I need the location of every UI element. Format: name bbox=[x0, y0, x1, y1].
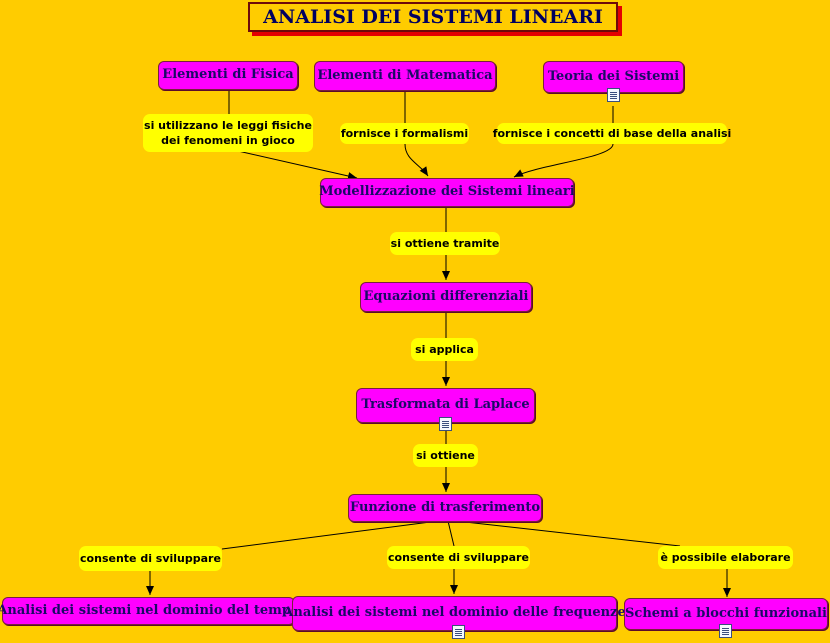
concept-dominio-frequenze[interactable]: Analisi dei sistemi nel dominio delle fr… bbox=[283, 596, 626, 631]
concept-funzione-trasferimento[interactable]: Funzione di trasferimento bbox=[348, 494, 542, 522]
concept-label: Funzione di trasferimento bbox=[349, 499, 541, 515]
concept-elementi-fisica[interactable]: Elementi di Fisica bbox=[158, 61, 298, 90]
arrow-concetti-modellizzazione bbox=[513, 143, 614, 178]
phrase-leggi-fisiche: si utilizzano le leggi fisiche dei fenom… bbox=[143, 114, 313, 152]
concept-label: Modellizzazione dei Sistemi lineari bbox=[319, 184, 575, 199]
concept-dominio-tempo[interactable]: Analisi dei sistemi nel dominio del temp… bbox=[0, 597, 300, 625]
concept-label: Teoria dei Sistemi bbox=[547, 68, 680, 84]
phrase-si-ottiene: si ottiene bbox=[413, 444, 478, 467]
link-funzione-sviluppare-1 bbox=[221, 520, 439, 550]
phrase-formalismi: fornisce i formalismi bbox=[340, 123, 469, 144]
concept-label: Elementi di Matematica bbox=[317, 67, 493, 83]
phrase-line: dei fenomeni in gioco bbox=[161, 134, 295, 147]
document-icon[interactable] bbox=[439, 417, 452, 431]
concept-label: Trasformata di Laplace bbox=[361, 397, 530, 412]
phrase-consente-sviluppare-tempo: consente di sviluppare bbox=[79, 546, 222, 571]
concept-label: Analisi dei sistemi nel dominio del temp… bbox=[0, 602, 300, 618]
concept-modellizzazione[interactable]: Modellizzazione dei Sistemi lineari bbox=[319, 178, 575, 207]
document-icon[interactable] bbox=[452, 625, 465, 639]
concept-label: Schemi a blocchi funzionali bbox=[625, 605, 827, 621]
concept-label: Elementi di Fisica bbox=[162, 67, 294, 82]
document-icon[interactable] bbox=[607, 88, 620, 102]
link-funzione-sviluppare-2 bbox=[447, 520, 455, 547]
concept-label: Analisi dei sistemi nel dominio delle fr… bbox=[283, 605, 626, 620]
arrow-leggi-modellizzazione bbox=[237, 150, 358, 180]
phrase-si-ottiene-tramite: si ottiene tramite bbox=[390, 232, 500, 255]
phrase-concetti-base: fornisce i concetti di base della analis… bbox=[493, 123, 731, 144]
map-title: ANALISI DEI SISTEMI LINEARI bbox=[248, 2, 618, 32]
concept-trasformata-laplace[interactable]: Trasformata di Laplace bbox=[356, 388, 535, 423]
phrase-possibile-elaborare: è possibile elaborare bbox=[658, 546, 793, 569]
concept-elementi-matematica[interactable]: Elementi di Matematica bbox=[314, 61, 496, 91]
arrow-formalismi-modellizzazione bbox=[404, 143, 429, 177]
document-icon[interactable] bbox=[719, 624, 732, 638]
concept-label: Equazioni differenziali bbox=[363, 288, 529, 304]
link-funzione-elaborare bbox=[455, 520, 681, 547]
concept-equazioni-differenziali[interactable]: Equazioni differenziali bbox=[360, 282, 532, 312]
phrase-si-applica: si applica bbox=[411, 338, 478, 361]
phrase-line: si utilizzano le leggi fisiche bbox=[144, 119, 312, 132]
phrase-consente-sviluppare-frequenze: consente di sviluppare bbox=[387, 546, 530, 569]
